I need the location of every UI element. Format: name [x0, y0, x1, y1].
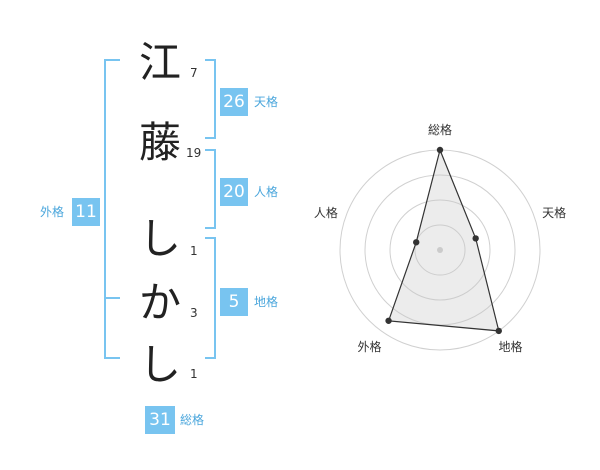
radar-point-3	[495, 327, 502, 335]
radar-axis-label-3: 地格	[498, 339, 522, 354]
stroke-count-5: 1	[190, 367, 198, 381]
jinkaku-badge: 20	[220, 178, 248, 206]
chikaku-badge: 5	[220, 288, 248, 316]
radar-point-2	[472, 235, 479, 242]
radar-series	[387, 148, 500, 332]
tenkaku-bracket	[205, 59, 216, 139]
name-char-2: 藤	[138, 118, 181, 167]
jinkaku-bracket	[205, 149, 216, 229]
stroke-count-1: 7	[190, 66, 198, 80]
radar-point-4	[385, 317, 392, 324]
radar-axis-label-4: 外格	[357, 339, 381, 354]
stroke-count-4: 3	[190, 306, 198, 320]
radar-ring-1	[414, 224, 466, 276]
chikaku-bracket	[205, 237, 216, 359]
name-char-4: か	[138, 278, 181, 327]
soukaku-badge: 31	[145, 406, 175, 434]
soukaku-label: 総格	[180, 413, 205, 427]
gaikaku-bracket	[104, 59, 120, 359]
gaikaku-label: 外格	[40, 205, 65, 219]
name-char-1: 江	[138, 38, 181, 87]
radar-axis-label-5: 人格	[314, 205, 338, 220]
jinkaku-label: 人格	[254, 185, 279, 199]
gaikaku-badge: 11	[72, 198, 100, 226]
stroke-count-3: 1	[190, 244, 198, 258]
radar-point-1	[436, 146, 444, 154]
stroke-count-2: 19	[186, 146, 202, 160]
radar-axis-label-1: 総格	[428, 122, 452, 137]
name-char-3: し	[138, 214, 181, 263]
tenkaku-badge: 26	[220, 88, 248, 116]
radar-point-5	[413, 239, 420, 246]
chikaku-label: 地格	[254, 295, 279, 309]
radar-center	[437, 247, 443, 253]
name-char-5: し	[138, 340, 181, 389]
radar-axis-label-2: 天格	[542, 205, 566, 220]
radar-ring-2	[389, 199, 491, 301]
tenkaku-label: 天格	[254, 95, 279, 109]
